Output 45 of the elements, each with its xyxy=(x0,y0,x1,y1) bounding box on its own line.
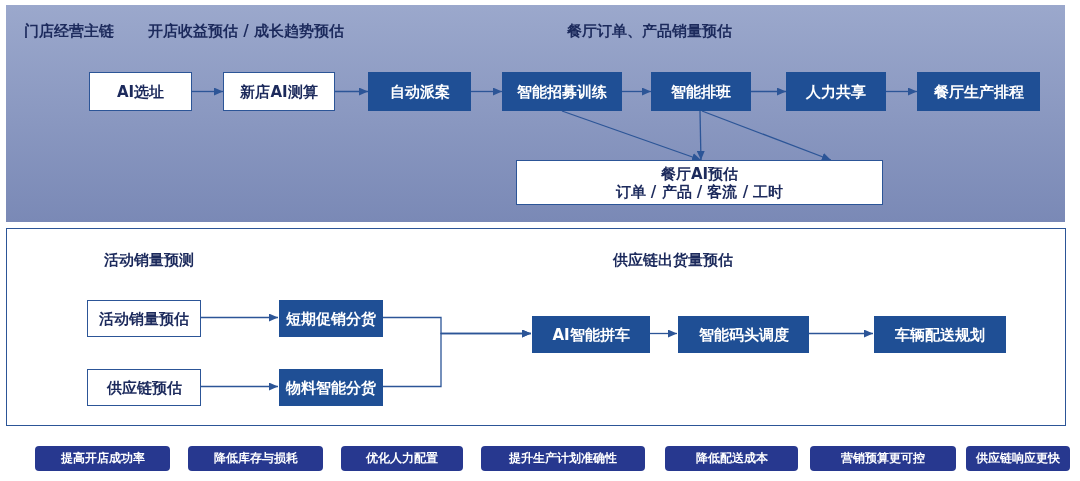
process-box: AI智能拼车 xyxy=(532,316,650,353)
box-title: 餐厅AI预估 xyxy=(660,164,739,183)
arrow xyxy=(199,382,279,391)
section-heading: 开店收益预估 / 成长趋势预估 xyxy=(148,21,344,41)
section-panel xyxy=(6,228,1066,426)
section-heading: 门店经营主链 xyxy=(24,21,114,41)
arrow xyxy=(701,110,832,161)
box-subtitle: 订单 / 产品 / 客流 / 工时 xyxy=(615,182,784,201)
section-heading: 活动销量预测 xyxy=(104,250,194,270)
benefit-tag: 供应链响应更快 xyxy=(966,446,1070,471)
benefit-tag: 提高开店成功率 xyxy=(35,446,170,471)
arrow xyxy=(621,87,652,96)
process-box: 智能码头调度 xyxy=(678,316,809,353)
section-panel xyxy=(6,5,1065,222)
process-box: 活动销量预估 xyxy=(87,300,201,337)
benefit-tag: 优化人力配置 xyxy=(341,446,463,471)
arrow xyxy=(191,87,224,96)
arrow xyxy=(381,329,532,388)
process-box: 短期促销分货 xyxy=(279,300,383,337)
process-box: AI选址 xyxy=(89,72,192,111)
benefit-tag: 降低库存与损耗 xyxy=(188,446,323,471)
arrow xyxy=(199,313,279,322)
forecast-box xyxy=(516,160,883,205)
process-box: 餐厅生产排程 xyxy=(917,72,1040,111)
process-box: 智能排班 xyxy=(651,72,751,111)
arrow xyxy=(750,87,787,96)
process-box: 供应链预估 xyxy=(87,369,201,406)
arrow xyxy=(648,329,678,338)
section-heading: 供应链出货量预估 xyxy=(613,250,733,270)
arrow xyxy=(561,110,702,161)
arrow xyxy=(885,87,918,96)
benefit-tag: 降低配送成本 xyxy=(665,446,798,471)
process-box: 智能招募训练 xyxy=(502,72,622,111)
arrow xyxy=(334,87,369,96)
process-box: 新店AI测算 xyxy=(223,72,335,111)
arrow xyxy=(807,329,874,338)
benefit-tag: 提升生产计划准确性 xyxy=(481,446,645,471)
benefit-tag: 营销预算更可控 xyxy=(810,446,956,471)
process-box: 车辆配送规划 xyxy=(874,316,1006,353)
process-box: 物料智能分货 xyxy=(279,369,383,406)
arrow xyxy=(470,87,503,96)
arrow xyxy=(696,110,705,161)
section-heading: 餐厅订单、产品销量预估 xyxy=(567,21,732,41)
process-box: 自动派案 xyxy=(368,72,471,111)
process-box: 人力共享 xyxy=(786,72,886,111)
